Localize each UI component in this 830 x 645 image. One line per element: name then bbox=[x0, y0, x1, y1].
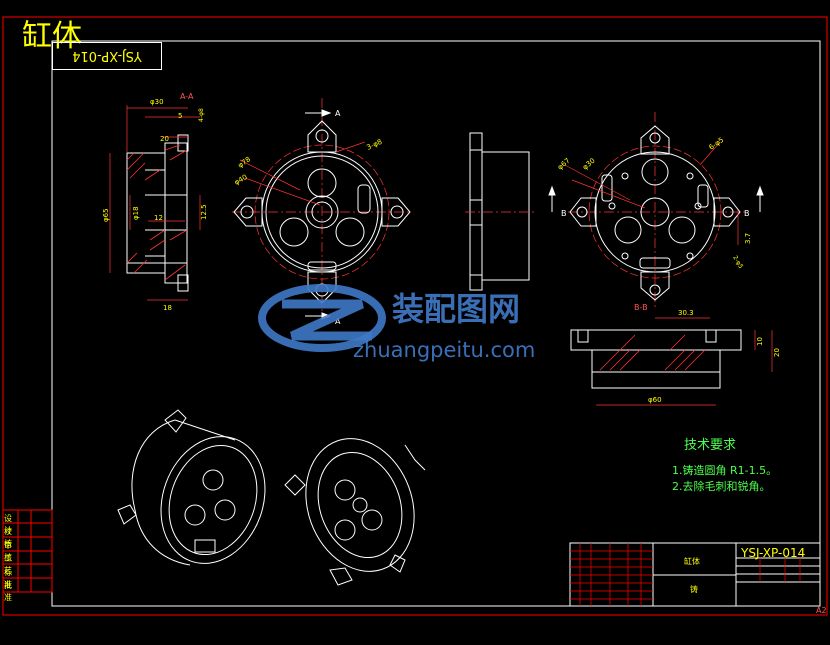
left-stamp-table-lines bbox=[3, 510, 52, 592]
left-table-row-5: 标准 bbox=[4, 568, 12, 589]
front-view bbox=[232, 98, 412, 320]
outer-frame bbox=[2, 16, 828, 616]
left-table-row-1: 设计 bbox=[4, 514, 12, 535]
dim-phi78: φ78 bbox=[237, 155, 253, 169]
dim-6-phi5: 6-φ5 bbox=[708, 136, 726, 152]
section-view-aa bbox=[109, 105, 201, 301]
dim-30: φ30 bbox=[150, 98, 164, 106]
dim-12-5: 12.5 bbox=[200, 204, 208, 220]
isometric-view-left bbox=[117, 409, 266, 566]
label-b-right: B bbox=[744, 209, 750, 218]
left-table-row-3: 审核 bbox=[4, 541, 12, 562]
dim-phi40: φ40 bbox=[233, 173, 249, 187]
dim-10: 10 bbox=[756, 337, 764, 346]
dim-12: 12 bbox=[154, 214, 163, 222]
dim-20: 20 bbox=[160, 135, 169, 143]
title-block-part-name: 缸体 bbox=[684, 557, 700, 566]
dim-5: 5 bbox=[178, 112, 182, 120]
tech-requirements-title: 技术要求 bbox=[684, 438, 737, 453]
dim-30-3: 30.3 bbox=[678, 309, 694, 317]
dim-3-phi8: 3-φ8 bbox=[365, 138, 383, 152]
dim-20b: 20 bbox=[773, 348, 781, 357]
dim-phi18: φ18 bbox=[132, 206, 140, 220]
watermark-url: zhuangpeitu.com bbox=[353, 338, 536, 362]
tech-requirement-1: 1.铸造圆角 R1-1.5。 bbox=[672, 464, 778, 477]
left-table-row-6: 批准 bbox=[4, 581, 12, 602]
dim-18: 18 bbox=[163, 304, 172, 312]
drawing-title: 缸体 bbox=[22, 19, 82, 54]
label-b-left: B bbox=[561, 209, 567, 218]
label-a-bottom: A bbox=[335, 317, 341, 326]
left-table-row-4: 工艺 bbox=[4, 554, 12, 575]
dim-phi67: φ67 bbox=[556, 157, 572, 172]
label-aa: A-A bbox=[180, 92, 194, 101]
dim-2-phi5: 2-φ5 bbox=[731, 255, 744, 271]
title-block bbox=[569, 542, 821, 607]
dim-phi65: φ65 bbox=[102, 208, 110, 222]
title-block-code: YSJ-XP-014 bbox=[741, 546, 806, 560]
label-a-top: A bbox=[335, 109, 341, 118]
tech-requirement-2: 2.去除毛刺和锐角。 bbox=[672, 480, 771, 493]
dim-phi30: φ30 bbox=[581, 157, 597, 172]
section-view-bb bbox=[570, 317, 773, 406]
left-table-row-2: 校核 bbox=[4, 527, 12, 548]
inner-frame bbox=[51, 40, 821, 607]
side-view bbox=[465, 132, 535, 291]
dim-3-7: 3.7 bbox=[744, 233, 752, 244]
label-bb: B-B bbox=[634, 303, 648, 312]
drawing-code-rotated: YSJ-XP-014 bbox=[52, 42, 162, 70]
isometric-view-right bbox=[284, 438, 426, 586]
aa-hatching bbox=[126, 144, 188, 281]
dim-4-8: 4-φ8 bbox=[198, 108, 205, 122]
back-view bbox=[548, 112, 764, 308]
title-block-material: 铸 bbox=[690, 585, 698, 594]
watermark-cn: 装配图网 bbox=[392, 290, 521, 328]
title-block-grid bbox=[570, 543, 801, 606]
dim-phi60: φ60 bbox=[648, 396, 662, 404]
paper-size: A2 bbox=[816, 606, 827, 615]
